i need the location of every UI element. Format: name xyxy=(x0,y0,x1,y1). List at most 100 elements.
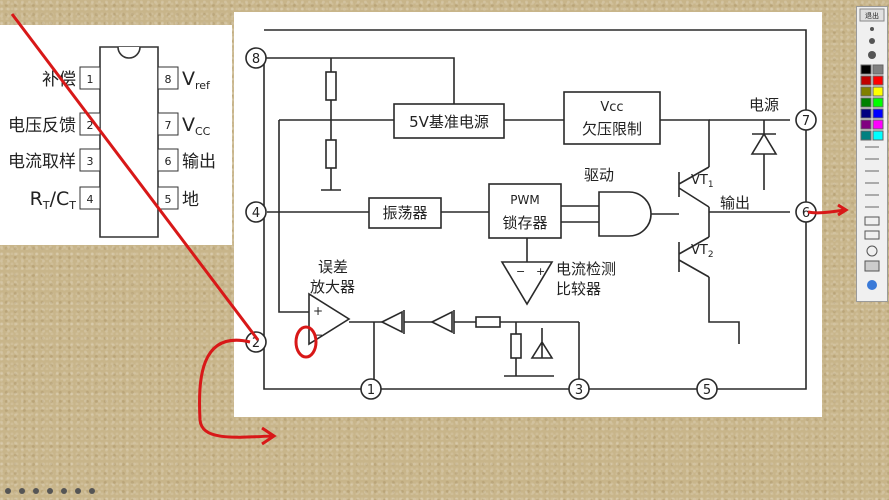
save-icon[interactable] xyxy=(864,260,880,272)
minus-sign: − xyxy=(516,265,525,278)
nav-icon[interactable] xyxy=(33,488,39,494)
line-tool-icon[interactable] xyxy=(865,146,879,208)
pin-5-marker xyxy=(696,378,718,400)
resistor-symbol xyxy=(510,333,522,359)
and-gate xyxy=(598,191,652,237)
pin-7-marker xyxy=(795,109,817,131)
pen-icon[interactable] xyxy=(870,27,874,31)
color-swatch[interactable] xyxy=(860,130,872,141)
chip-pin-num: 6 xyxy=(165,155,172,168)
power-label: 电源 xyxy=(749,96,779,114)
nav-icon[interactable] xyxy=(47,488,53,494)
pin-num: 1 xyxy=(367,383,375,398)
toolbox-icons: 退出 xyxy=(859,8,885,290)
color-swatch[interactable] xyxy=(872,130,884,141)
chip-body xyxy=(99,46,159,238)
color-swatch[interactable] xyxy=(872,108,884,119)
schematic-panel: 8 7 6 4 2 1 3 5 5V基准电源 Vcc 欠压限制 振荡器 PWM … xyxy=(234,12,822,417)
chip-pin-label-vref: Vref xyxy=(182,68,211,92)
chip-pin-num: 2 xyxy=(87,119,94,132)
pwm-label: PWM xyxy=(510,193,539,207)
nav-icon[interactable] xyxy=(5,488,11,494)
pin-num: 7 xyxy=(802,114,810,129)
pin-num: 6 xyxy=(802,206,810,221)
vt2-label: VT2 xyxy=(691,243,714,260)
pin-num: 8 xyxy=(252,52,260,67)
drive-label: 驱动 xyxy=(584,166,614,184)
pin-num: 5 xyxy=(703,383,711,398)
ground-symbol xyxy=(321,168,341,191)
uvlo-block-label: Vcc xyxy=(600,100,623,115)
color-picker-icon[interactable] xyxy=(867,280,877,290)
wire xyxy=(660,119,710,162)
rect-tool-icon[interactable] xyxy=(864,216,880,226)
minus-sign: − xyxy=(313,328,323,342)
drawing-toolbox: 退出 xyxy=(856,6,888,302)
color-swatch[interactable] xyxy=(860,75,872,86)
zener-diode xyxy=(750,120,778,190)
nav-icon[interactable] xyxy=(89,488,95,494)
transistor-vt2 xyxy=(678,236,710,278)
oscillator-label: 振荡器 xyxy=(382,204,427,222)
resistor-symbol xyxy=(475,316,501,328)
pin-num: 4 xyxy=(252,206,260,221)
oscillator-block xyxy=(368,197,442,229)
chip-pin-num: 4 xyxy=(87,193,94,206)
ground-symbol xyxy=(504,358,554,377)
resistor-symbol xyxy=(325,71,337,101)
color-palette xyxy=(860,64,884,141)
transistor-vt1 xyxy=(678,166,710,208)
color-swatch[interactable] xyxy=(872,86,884,97)
uvlo-block xyxy=(563,91,661,145)
color-swatch[interactable] xyxy=(872,64,884,75)
vt1-label: VT1 xyxy=(691,173,714,190)
current-comparator-label: 电流检测 xyxy=(556,260,616,278)
plus-sign: + xyxy=(536,265,545,278)
chip-pin-label: 电压反馈 xyxy=(8,116,76,136)
chip-pin-num: 7 xyxy=(165,119,172,132)
pin-1-marker xyxy=(360,378,382,400)
circle-tool-icon[interactable] xyxy=(866,245,878,257)
color-swatch[interactable] xyxy=(872,97,884,108)
color-swatch[interactable] xyxy=(860,119,872,130)
color-swatch[interactable] xyxy=(860,108,872,119)
outer-wire xyxy=(263,29,807,390)
wire xyxy=(561,205,599,223)
pen-icon[interactable] xyxy=(868,51,876,59)
plus-sign: + xyxy=(313,304,323,318)
color-swatch[interactable] xyxy=(872,119,884,130)
chip-pin-num: 3 xyxy=(87,155,94,168)
color-swatch[interactable] xyxy=(860,86,872,97)
pin-num: 2 xyxy=(252,336,260,351)
chip-pin-label: 补偿 xyxy=(42,70,76,90)
ref-block-label: 5V基准电源 xyxy=(409,113,489,131)
chip-pin-label-vcc: VCC xyxy=(182,114,211,138)
chip-pin-num: 1 xyxy=(87,73,94,86)
ref-block xyxy=(393,103,505,139)
chip-pin-num: 5 xyxy=(165,193,172,206)
nav-icon[interactable] xyxy=(61,488,67,494)
uvlo-block-label: 欠压限制 xyxy=(582,120,642,138)
exit-button[interactable] xyxy=(859,8,885,22)
chip-pin-label-rtct: RT/CT xyxy=(30,188,77,212)
color-swatch[interactable] xyxy=(872,75,884,86)
wire xyxy=(278,119,394,313)
chip-pinout-diagram: 1 2 3 4 8 7 6 5 补偿 电压反馈 电流取样 RT/CT Vref … xyxy=(8,46,216,238)
bottom-icon-strip xyxy=(5,488,95,494)
pen-icon[interactable] xyxy=(869,38,875,44)
nav-icon[interactable] xyxy=(19,488,25,494)
color-swatch[interactable] xyxy=(860,64,872,75)
pin-3-marker xyxy=(568,378,590,400)
rect-tool-icon[interactable] xyxy=(864,230,880,240)
chip-pinout-panel: 1 2 3 4 8 7 6 5 补偿 电压反馈 电流取样 RT/CT Vref … xyxy=(0,25,232,245)
wire-vref xyxy=(264,57,455,122)
current-comparator-label: 比较器 xyxy=(556,280,601,298)
nav-icon[interactable] xyxy=(75,488,81,494)
resistor-symbol xyxy=(325,139,337,169)
diode-symbol xyxy=(380,310,405,334)
chip-pin-label: 电流取样 xyxy=(8,152,76,172)
output-label: 输出 xyxy=(720,194,750,212)
block-diagram: 8 7 6 4 2 1 3 5 5V基准电源 Vcc 欠压限制 振荡器 PWM … xyxy=(245,29,817,400)
color-swatch[interactable] xyxy=(860,97,872,108)
zener-diode xyxy=(530,328,554,359)
